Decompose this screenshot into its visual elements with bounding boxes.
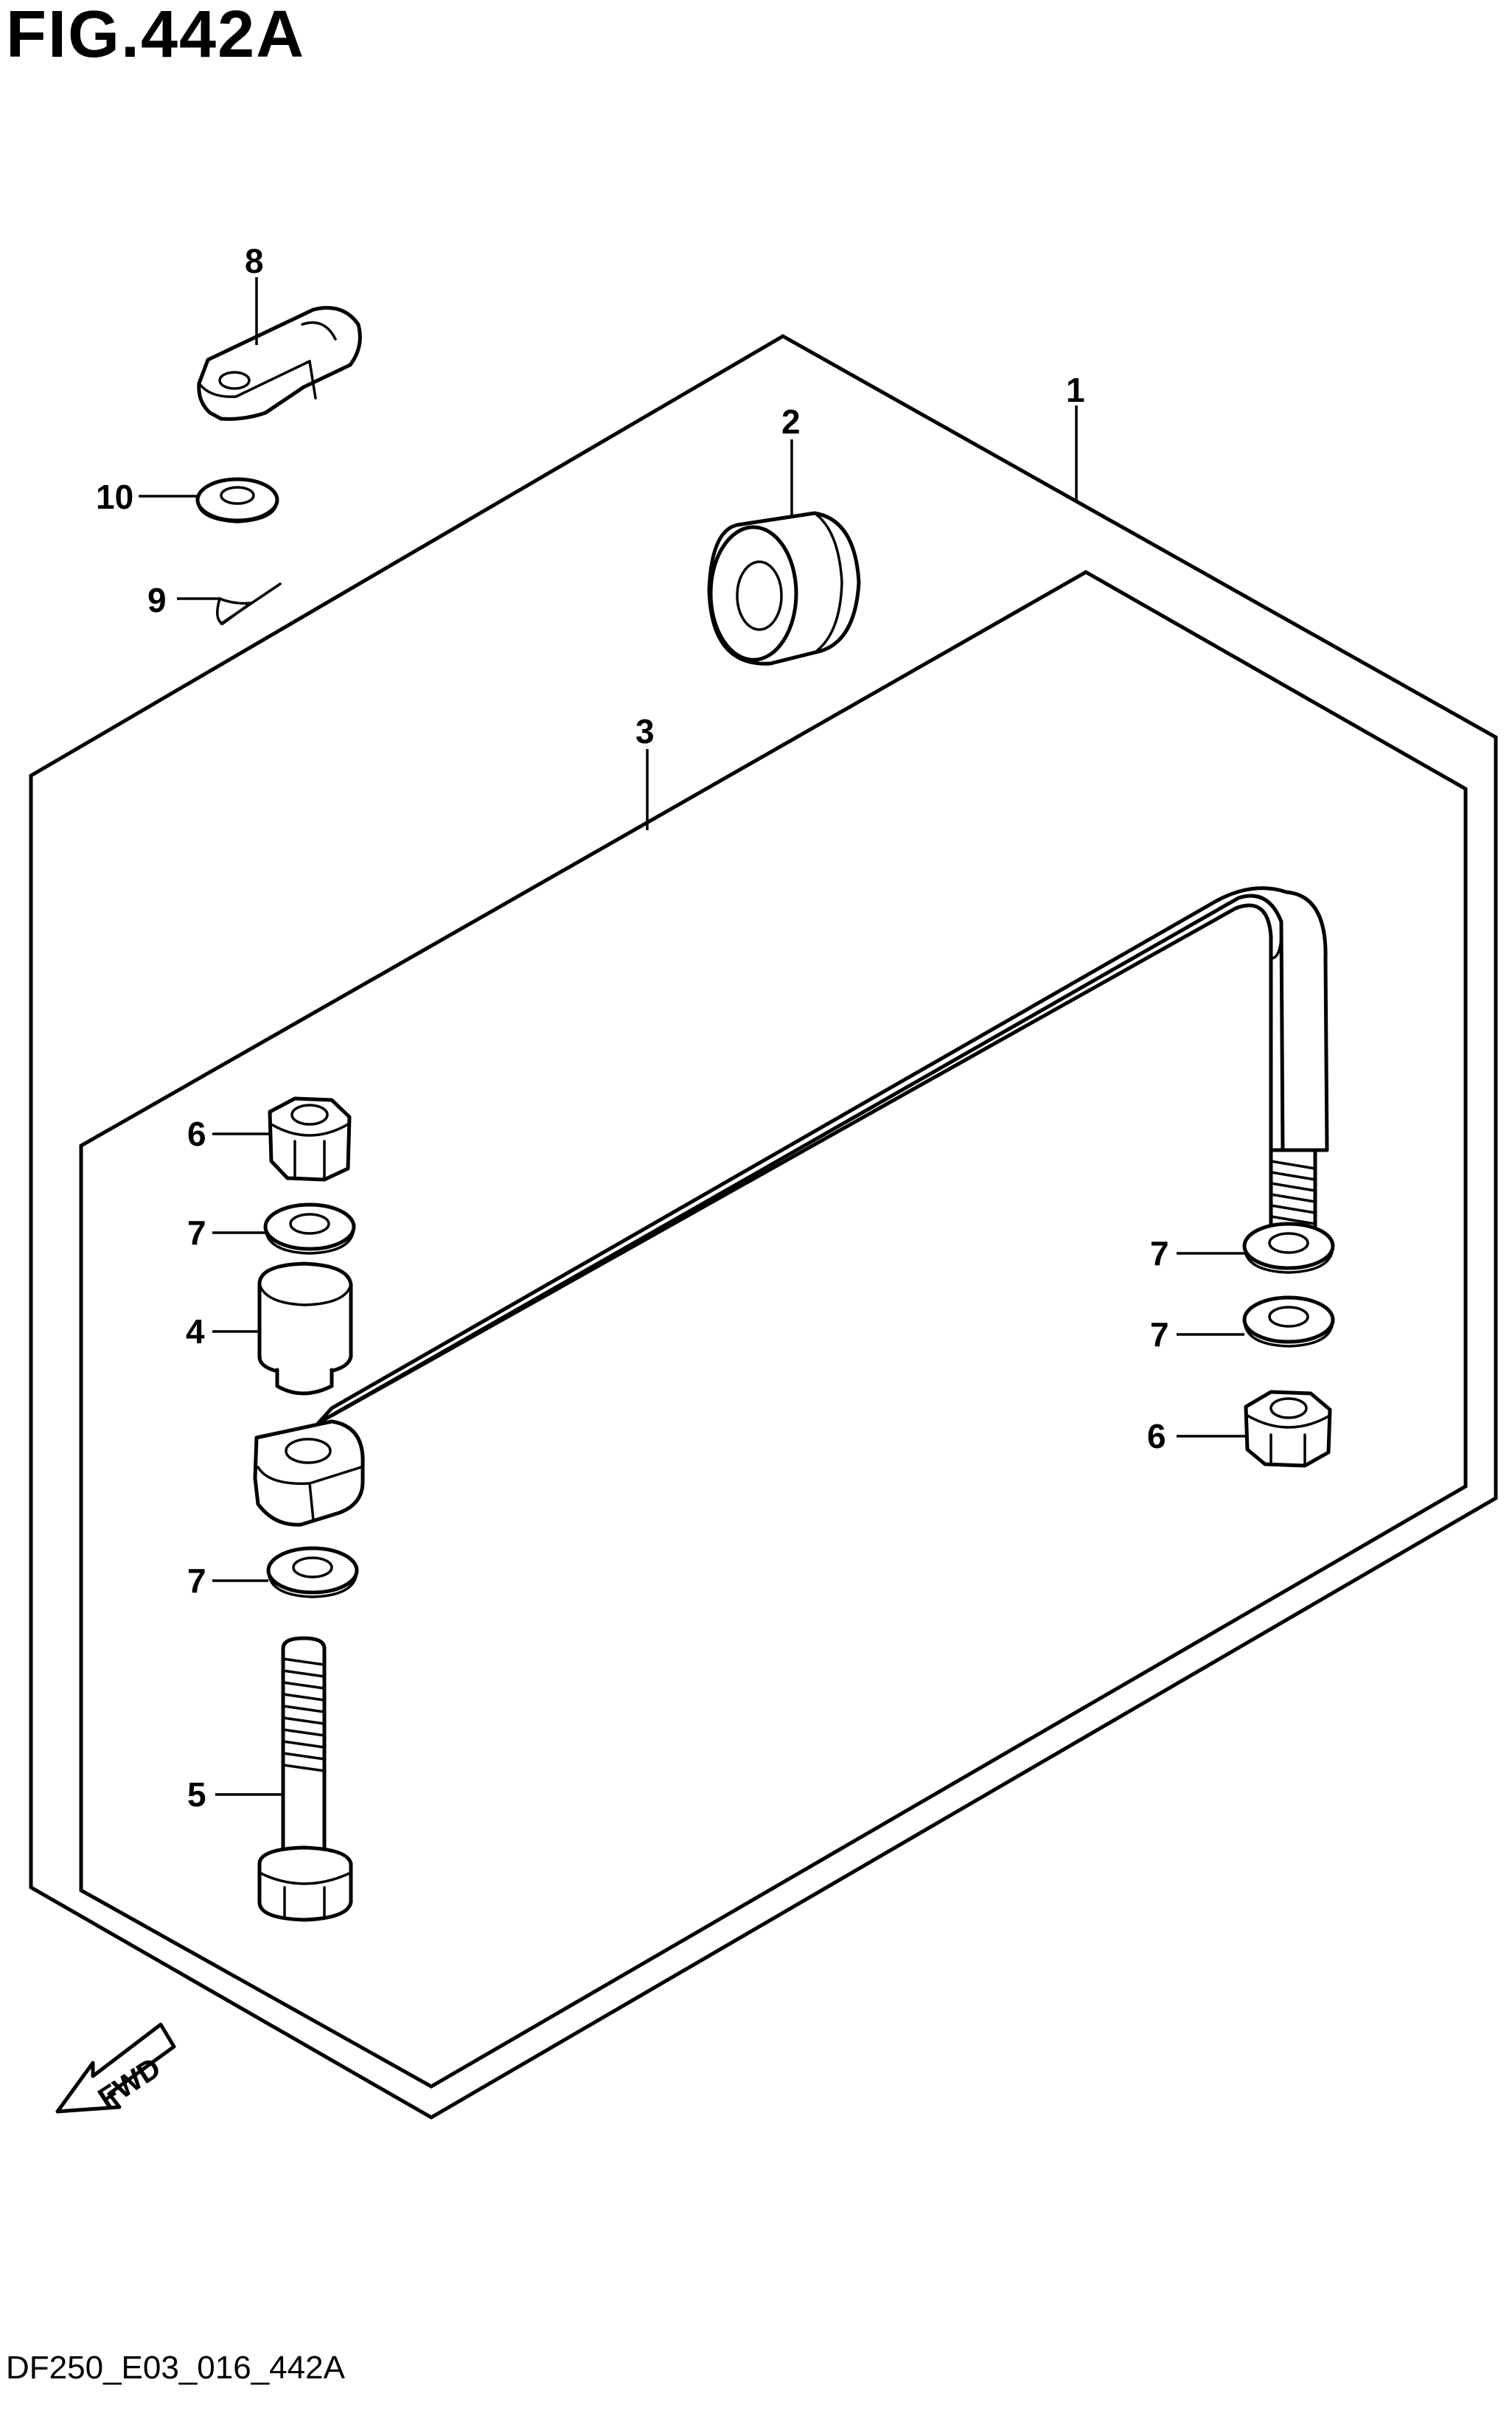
washer-10[interactable] (195, 477, 279, 523)
callout-6-left: 6 (187, 1115, 206, 1153)
washer-7-a[interactable] (263, 1202, 356, 1255)
callout-7-b: 7 (1150, 1234, 1169, 1273)
callout-7-a: 7 (187, 1214, 206, 1252)
washer-7-c[interactable] (1242, 1295, 1335, 1348)
callout-6-right: 6 (1147, 1417, 1166, 1455)
figure-title: FIG.442A (6, 0, 306, 72)
bolt-5[interactable] (257, 1636, 353, 1922)
rod-3[interactable] (253, 886, 1329, 1527)
kit-inner-frame (79, 570, 1468, 2089)
callout-7-d: 7 (187, 1562, 206, 1600)
washer-7-d[interactable] (266, 1546, 359, 1598)
callout-8: 8 (245, 242, 264, 280)
callout-3: 3 (635, 712, 655, 751)
callout-5: 5 (187, 1775, 206, 1814)
fwd-arrow-icon: FWD (55, 2022, 176, 2115)
washer-7-b[interactable] (1242, 1222, 1335, 1274)
callout-1: 1 (1066, 371, 1085, 409)
callout-7-c: 7 (1150, 1315, 1169, 1354)
collar-4[interactable] (257, 1261, 353, 1396)
kit-outer-frame (29, 334, 1498, 2120)
nut-6-left[interactable] (268, 1096, 352, 1182)
bracket-part[interactable] (197, 306, 362, 421)
callout-9: 9 (147, 581, 167, 619)
callout-4: 4 (186, 1312, 205, 1351)
callout-10: 10 (96, 478, 133, 516)
nut-6-right[interactable] (1244, 1390, 1332, 1468)
diagram-code: DF250_E03_016_442A (6, 2350, 345, 2386)
callout-2: 2 (781, 403, 801, 441)
grommet-2[interactable] (707, 511, 861, 666)
leader-lines (139, 277, 1247, 1796)
clip-9[interactable] (216, 582, 282, 626)
